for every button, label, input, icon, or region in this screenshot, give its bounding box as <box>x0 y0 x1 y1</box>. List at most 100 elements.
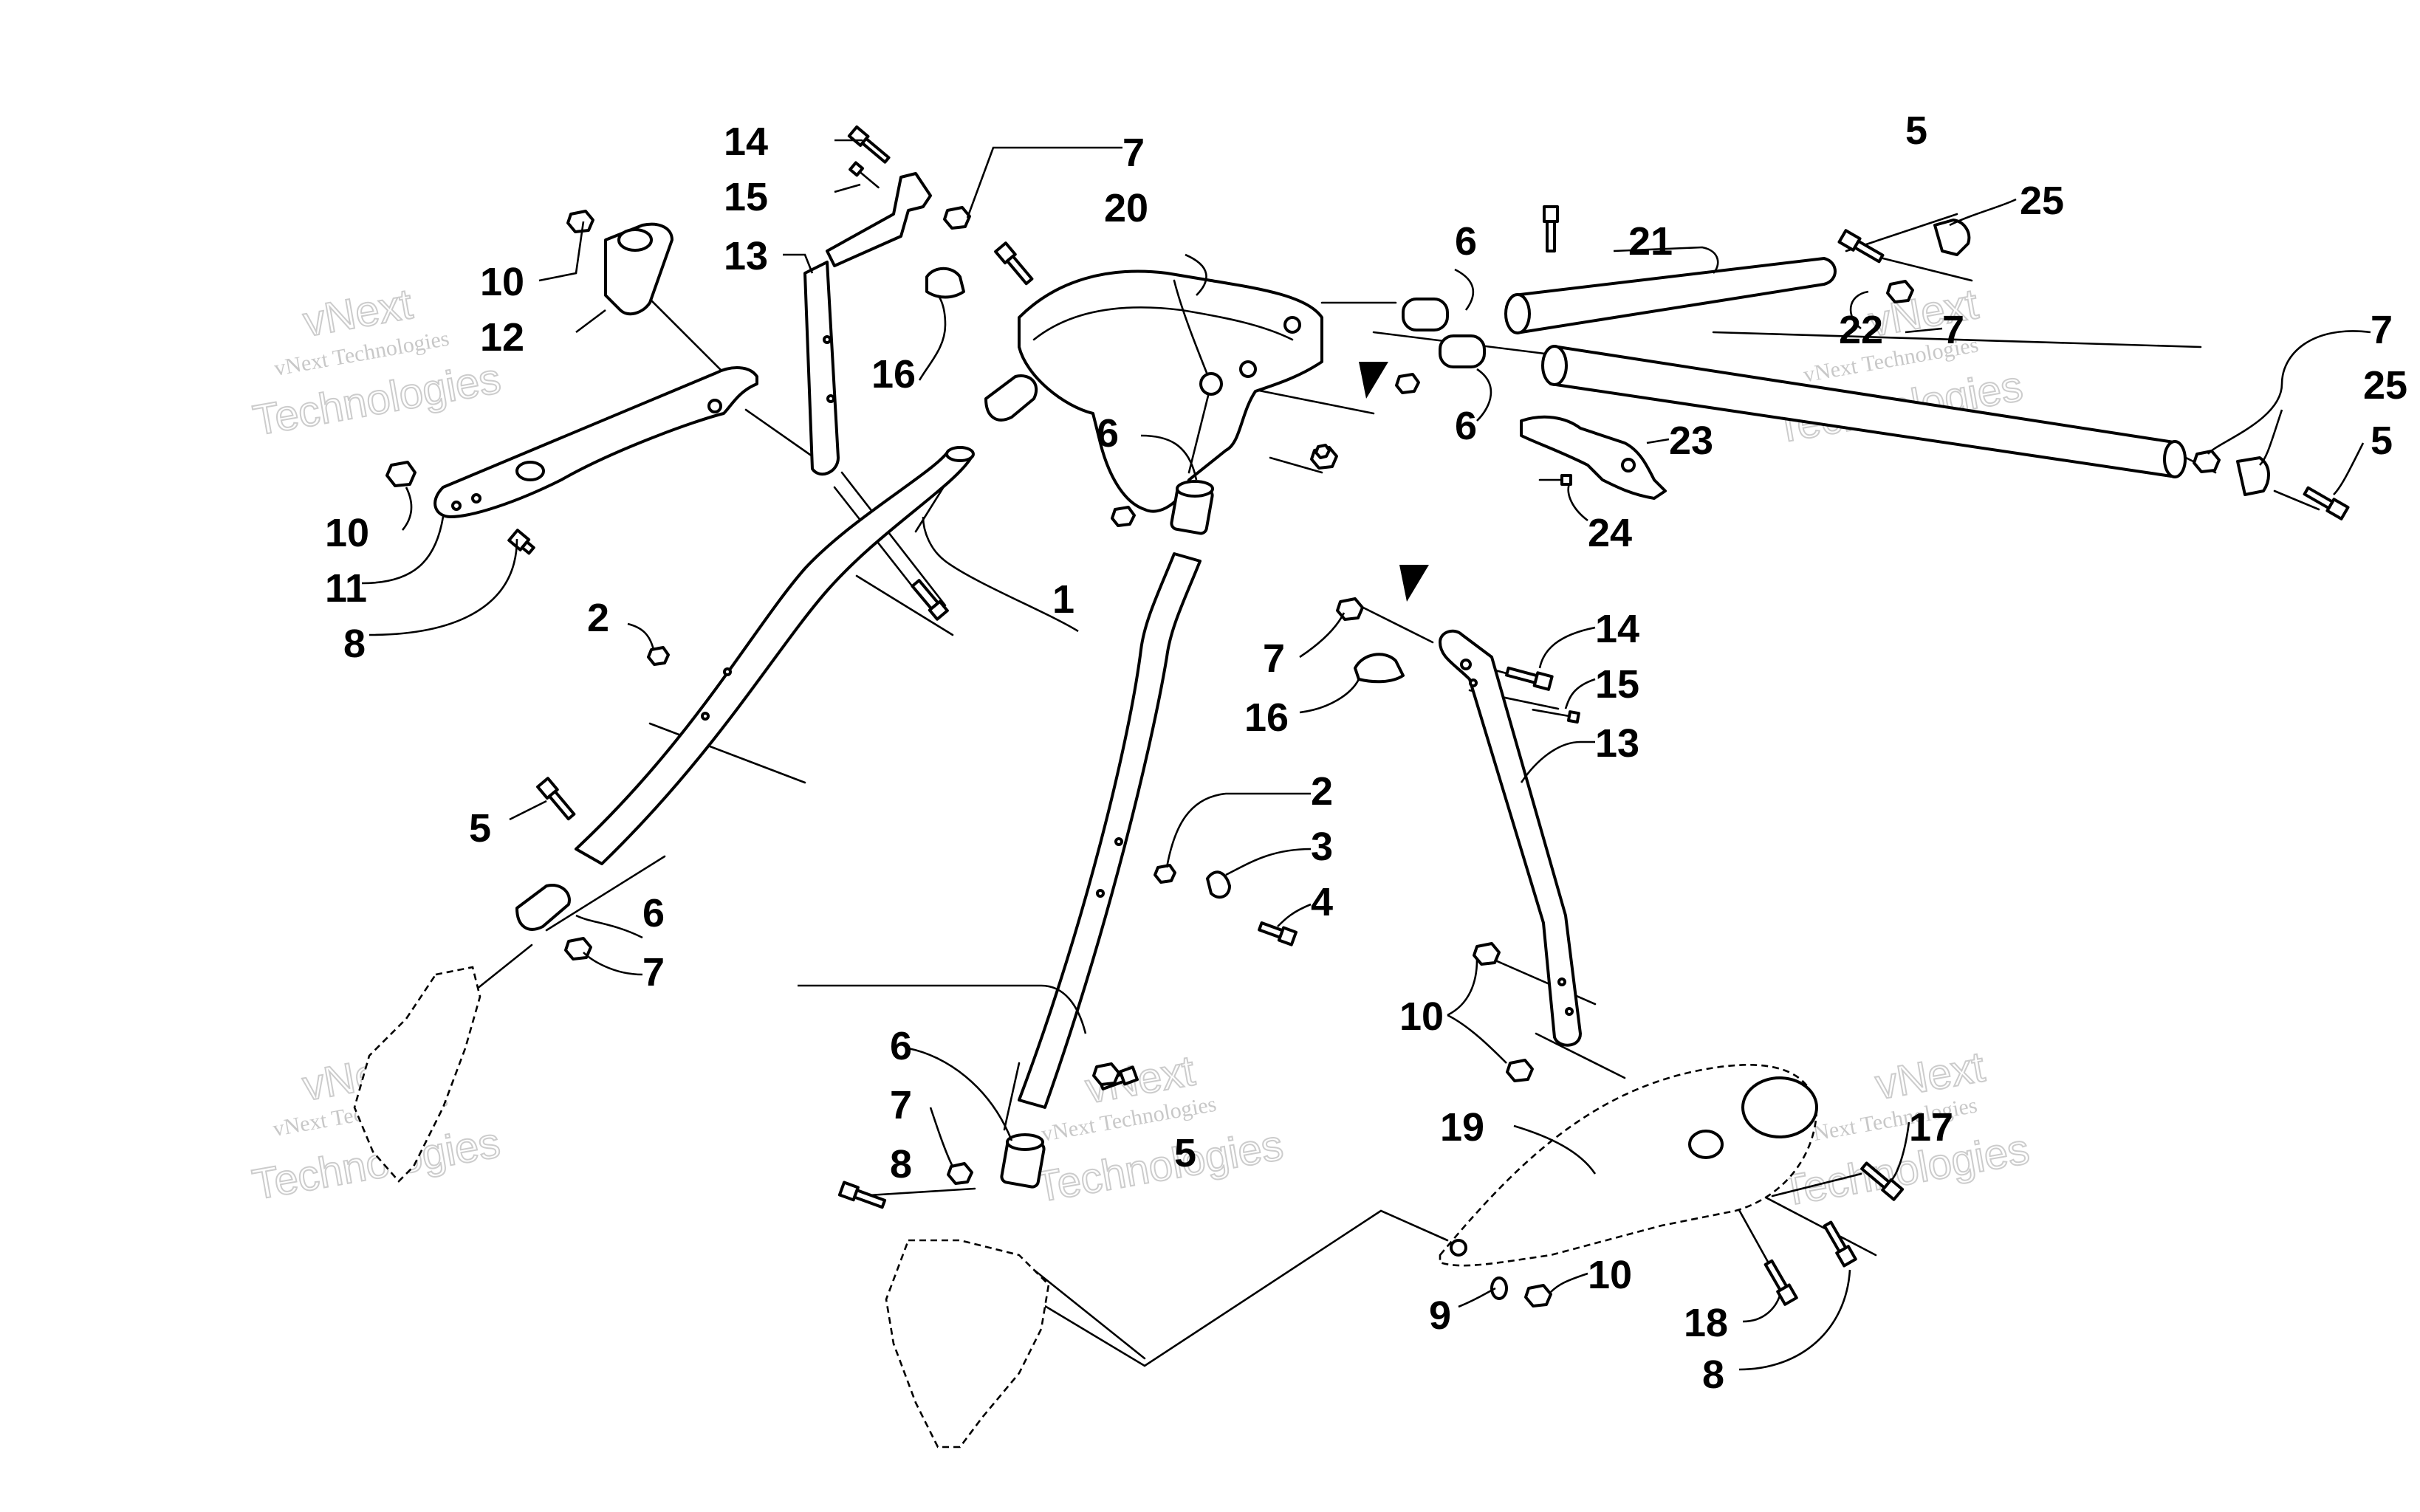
callout-2: 2 <box>1311 769 1333 814</box>
callout-6: 6 <box>642 891 665 935</box>
bracket-hole <box>1283 316 1301 334</box>
center-upright-tube <box>1018 552 1202 1109</box>
frame-plate-hole <box>1741 1076 1818 1138</box>
callout-7: 7 <box>1122 131 1145 175</box>
bolt-upper-bracket <box>994 241 1034 286</box>
callout-10: 10 <box>325 511 369 555</box>
nut-10-bottom <box>1524 1284 1552 1307</box>
nut-2-left <box>647 646 670 666</box>
strut-hole <box>1565 1007 1574 1016</box>
right-vertical-strut <box>1439 629 1582 1047</box>
left-vertical-strut <box>803 261 840 476</box>
strut-hole <box>826 394 835 403</box>
rear-lower-tube-end <box>2163 440 2187 478</box>
frame-plate-hole <box>1450 1239 1467 1257</box>
nut-10-left <box>385 461 417 487</box>
left-upright-tube-end <box>945 446 975 462</box>
bolt-vertical-top <box>1543 205 1559 252</box>
frame-bottom-mount <box>885 1239 1050 1449</box>
callout-4: 4 <box>1311 880 1333 924</box>
bolt-14-top <box>847 125 891 164</box>
callout-7: 7 <box>642 950 665 994</box>
strut-hole <box>1460 659 1472 670</box>
clamp-3 <box>1206 870 1231 899</box>
rear-upper-tube-end <box>1504 293 1531 334</box>
reference-arrow-top <box>1359 362 1388 399</box>
callout-14: 14 <box>724 120 768 164</box>
callout-10: 10 <box>1399 994 1444 1039</box>
strut-hole <box>1557 977 1566 986</box>
callout-3: 3 <box>1311 825 1333 869</box>
bolt-5-right <box>2303 486 2350 520</box>
bracket-hole <box>471 493 481 504</box>
fasteners <box>385 125 2350 1307</box>
tube-hole <box>1096 889 1105 898</box>
reference-arrow-center <box>1399 565 1429 602</box>
callout-18: 18 <box>1684 1301 1728 1345</box>
bolt-8-bottom-left <box>837 1181 887 1209</box>
left-upright-tube <box>575 449 973 865</box>
callout-8: 8 <box>343 622 366 666</box>
nut-7-top <box>943 206 971 230</box>
callout-17: 17 <box>1909 1105 1953 1150</box>
callout-13: 13 <box>724 234 768 278</box>
tube-hole <box>1114 837 1123 846</box>
tube-hole <box>723 667 732 676</box>
callout-25: 25 <box>2020 179 2064 223</box>
callout-22: 22 <box>1839 308 1883 352</box>
bolt-18 <box>1763 1259 1798 1306</box>
left-strut-top-bracket <box>826 172 932 267</box>
clamp-16-right <box>1354 653 1405 684</box>
bracket-hole <box>707 399 722 413</box>
callout-10: 10 <box>480 260 524 304</box>
nut-10-right-top <box>1473 942 1501 966</box>
nut-7-top-right <box>1886 280 1914 303</box>
tube-hole <box>701 712 710 721</box>
nut-6-small <box>1395 373 1420 394</box>
callout-11: 11 <box>325 566 367 611</box>
callout-6: 6 <box>1097 411 1119 456</box>
left-side-bracket <box>433 366 758 518</box>
bolt-14-right <box>1505 666 1554 691</box>
bracket-hole <box>617 228 653 252</box>
clamp-6-upper <box>984 374 1038 422</box>
bolt-4 <box>1258 921 1298 946</box>
upper-bar-bracket-edge <box>1032 306 1294 341</box>
callout-14: 14 <box>1595 607 1639 651</box>
frame-left-mount <box>353 966 481 1183</box>
callout-19: 19 <box>1440 1105 1484 1150</box>
nut-2-center <box>1154 864 1176 884</box>
callout-15: 15 <box>724 175 768 219</box>
washer-9 <box>1490 1276 1508 1300</box>
upper-bar-bracket <box>1018 269 1323 513</box>
callout-5: 5 <box>1905 109 1927 153</box>
callout-5: 5 <box>469 806 491 850</box>
nut-washer-center <box>1111 506 1136 527</box>
callout-8: 8 <box>890 1142 912 1186</box>
bracket-hole <box>515 461 545 481</box>
nut-7-right <box>2193 450 2221 473</box>
strut-hole <box>823 335 832 344</box>
frame-plate-hole <box>1688 1130 1724 1159</box>
callout-10: 10 <box>1588 1253 1632 1297</box>
bolt-24 <box>1538 474 1572 486</box>
coupler-sleeve-end <box>1176 480 1214 498</box>
callout-5: 5 <box>1174 1131 1196 1175</box>
clamp-6-left <box>515 884 571 931</box>
callout-12: 12 <box>480 315 524 360</box>
callout-21: 21 <box>1628 219 1673 264</box>
callout-7: 7 <box>890 1083 912 1127</box>
callout-23: 23 <box>1669 419 1713 463</box>
nut-10-right-mid <box>1506 1059 1534 1082</box>
strut-hole <box>1469 678 1478 687</box>
bolt-5-top-right <box>1837 229 1885 264</box>
callout-6: 6 <box>1455 404 1477 448</box>
tube-coupler <box>1402 298 1449 331</box>
callout-5: 5 <box>2371 419 2393 463</box>
bolt-8-right <box>1823 1220 1857 1268</box>
callout-1: 1 <box>1052 577 1074 622</box>
rear-lower-tube-end <box>1541 345 1568 386</box>
nut-6-bottom <box>1092 1062 1120 1086</box>
bolt-15-top <box>849 161 880 189</box>
